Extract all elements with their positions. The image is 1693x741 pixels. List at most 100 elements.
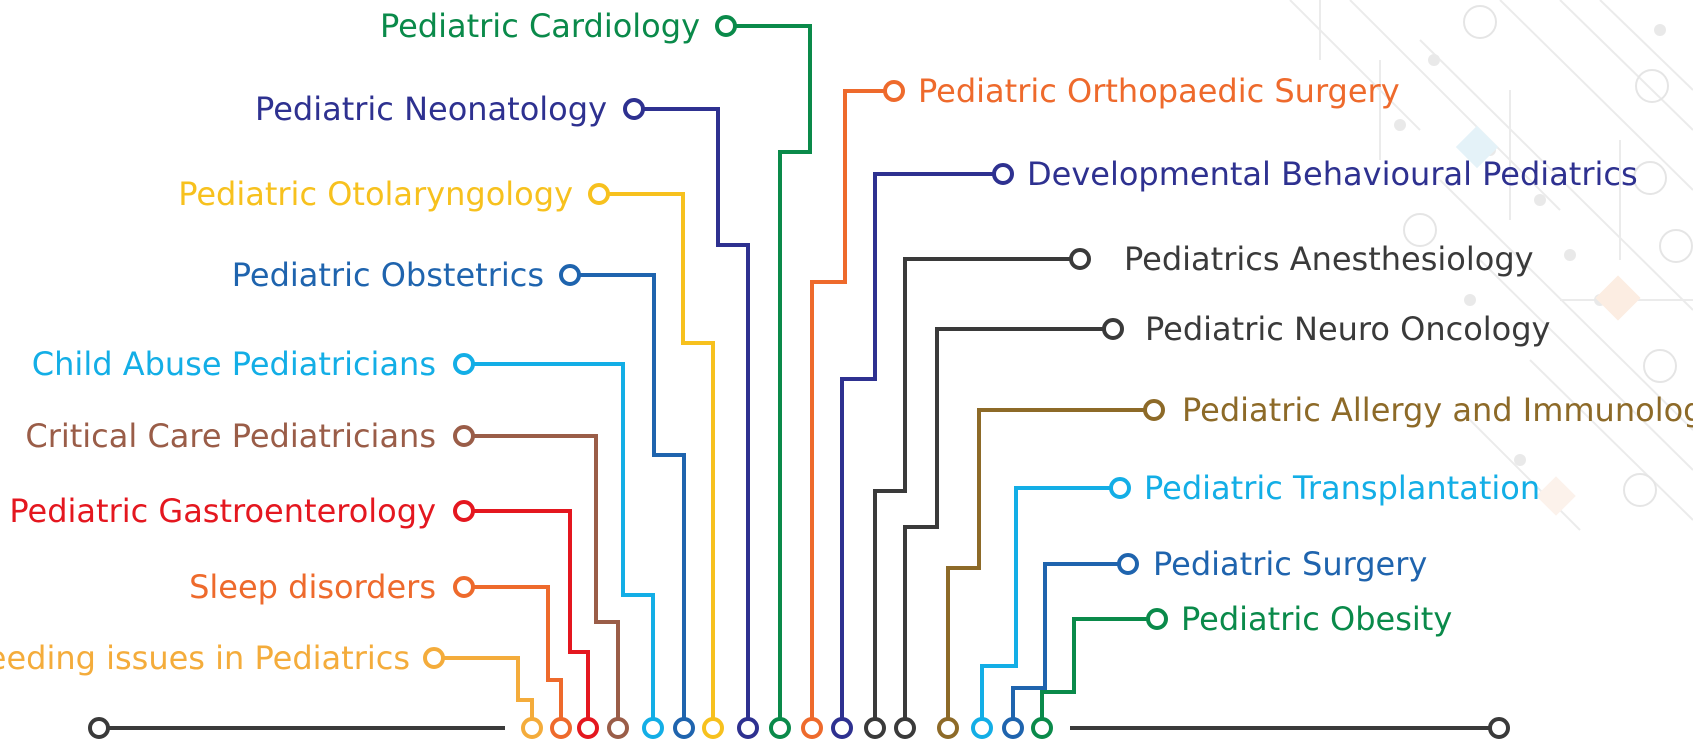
- connector-15: [971, 477, 1131, 739]
- connector-top-node: [1143, 399, 1165, 421]
- topic-label: Pediatrics Anesthesiology: [1124, 240, 1534, 278]
- connector-line: [735, 24, 812, 719]
- circuit-ring: [1659, 229, 1693, 263]
- topic-label: Sleep disorders: [189, 568, 436, 606]
- connector-bottom-node: [702, 717, 724, 739]
- connector-top-node: [992, 163, 1014, 185]
- topic-label: Developmental Behavioural Pediatrics: [1027, 155, 1638, 193]
- connector-top-node: [623, 98, 645, 120]
- circuit-dot: [1534, 194, 1546, 206]
- connector-bottom-node: [1031, 717, 1053, 739]
- topic-label: Critical Care Pediatricians: [25, 417, 436, 455]
- topic-label: Pediatric Orthopaedic Surgery: [918, 72, 1400, 110]
- connector-line: [980, 486, 1111, 719]
- connector-bottom-node: [1002, 717, 1024, 739]
- connector-6: [453, 425, 629, 739]
- connector-line: [608, 192, 715, 719]
- circuit-ring: [1635, 69, 1669, 103]
- connector-bottom-node: [971, 717, 993, 739]
- circuit-ring: [1633, 161, 1667, 195]
- connector-11: [831, 163, 1014, 739]
- connector-top-node: [453, 353, 475, 375]
- topic-label: Pediatric Surgery: [1153, 545, 1428, 583]
- connector-bottom-node: [642, 717, 664, 739]
- circuit-dot: [1428, 54, 1440, 66]
- connector-10: [801, 80, 905, 739]
- connector-bottom-node: [831, 717, 853, 739]
- topic-label: Child Abuse Pediatricians: [31, 345, 436, 383]
- connector-top-node: [715, 15, 737, 37]
- connector-2: [623, 98, 759, 739]
- connector-top-node: [1109, 477, 1131, 499]
- connector-line: [1040, 617, 1148, 719]
- circuit-trace: [1419, 39, 1693, 311]
- connector-line: [643, 107, 750, 719]
- circuit-trace: [1529, 359, 1693, 521]
- connector-top-node: [453, 500, 475, 522]
- circuit-trace: [1499, 0, 1693, 191]
- accent-diamond-blue: [1455, 125, 1499, 169]
- connector-bottom-node: [607, 717, 629, 739]
- circuit-trace: [1479, 259, 1693, 471]
- connector-line: [840, 172, 994, 719]
- circuit-trace: [1349, 0, 1561, 211]
- circuit-dot: [1394, 119, 1406, 131]
- circuit-ring: [1463, 5, 1497, 39]
- connector-8: [453, 576, 572, 739]
- connector-top-node: [1146, 608, 1168, 630]
- connector-9: [423, 647, 543, 739]
- connector-bottom-node: [673, 717, 695, 739]
- connector-16: [1002, 553, 1139, 739]
- topic-label: Feeding issues in Pediatrics: [0, 639, 410, 677]
- circuit-trace: [1599, 0, 1693, 91]
- topic-label: Pediatric Obstetrics: [231, 256, 544, 294]
- connector-bottom-node: [737, 717, 759, 739]
- connector-top-node: [423, 647, 445, 669]
- circuit-dot: [1514, 454, 1526, 466]
- circuit-trace: [1559, 0, 1693, 131]
- connector-17: [1031, 608, 1168, 739]
- connector-line: [473, 362, 655, 719]
- connector-bottom-node: [864, 717, 886, 739]
- connector-bottom-node: [521, 717, 543, 739]
- connector-top-node: [1102, 318, 1124, 340]
- connector-4: [559, 264, 695, 739]
- topic-label: Pediatric Otolaryngology: [178, 175, 573, 213]
- connector-top-node: [588, 183, 610, 205]
- connector-1: [715, 15, 812, 739]
- connector-line: [473, 585, 563, 719]
- connector-top-node: [883, 80, 905, 102]
- circuit-ring: [1403, 213, 1437, 247]
- connector-7: [453, 500, 599, 739]
- baseline-right-end-node: [1488, 717, 1510, 739]
- circuit-dot: [1464, 294, 1476, 306]
- connector-12: [864, 248, 1091, 739]
- connector-line: [946, 408, 1145, 719]
- connector-5: [453, 353, 664, 739]
- circuit-dot: [1564, 249, 1576, 261]
- connector-line: [810, 89, 885, 719]
- connector-line: [1011, 562, 1119, 719]
- topic-label: Pediatric Gastroenterology: [9, 492, 436, 530]
- connector-line: [873, 257, 1071, 719]
- baseline-left-end-node: [88, 717, 110, 739]
- connector-line: [579, 273, 686, 719]
- connector-bottom-node: [769, 717, 791, 739]
- connector-top-node: [1069, 248, 1091, 270]
- circuit-trace: [1439, 179, 1693, 431]
- topic-label: Pediatric Neuro Oncology: [1145, 310, 1551, 348]
- circuit-trace: [1289, 0, 1421, 131]
- connector-bottom-node: [937, 717, 959, 739]
- connector-line: [473, 434, 620, 719]
- circuit-pattern: [1289, 0, 1693, 531]
- connector-top-node: [453, 576, 475, 598]
- connector-bottom-node: [577, 717, 599, 739]
- topic-label: Pediatric Obesity: [1181, 600, 1453, 638]
- connector-top-node: [1117, 553, 1139, 575]
- connector-3: [588, 183, 724, 739]
- topic-label: Pediatric Cardiology: [379, 7, 700, 45]
- connector-line: [443, 656, 534, 719]
- connector-top-node: [453, 425, 475, 447]
